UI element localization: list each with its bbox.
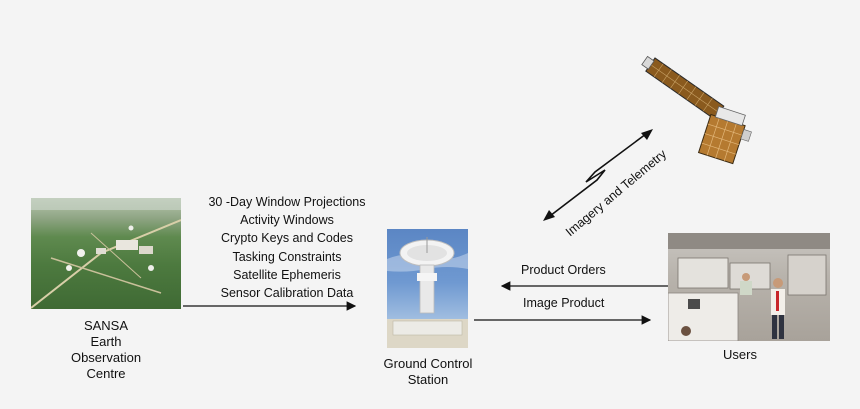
- ground-station-caption-line: Station: [407, 372, 449, 387]
- downlink-zigzag-arrow: [543, 129, 653, 221]
- uplink-item: Activity Windows: [240, 213, 334, 228]
- uplink-data-list: 30 -Day Window Projections Activity Wind…: [187, 193, 387, 302]
- sansa-aerial-photo: [31, 198, 181, 309]
- uplink-item: 30 -Day Window Projections: [208, 195, 366, 209]
- users-caption: Users: [723, 347, 757, 362]
- ground-station-caption-line: Ground Control: [383, 356, 473, 371]
- sansa-caption-line: Observation: [70, 350, 142, 365]
- satellite-icon: [641, 55, 729, 122]
- users-office-photo: [668, 233, 830, 341]
- uplink-item: Satellite Ephemeris: [233, 267, 341, 282]
- product-orders-label: Product Orders: [521, 263, 606, 277]
- ground-station-caption: Ground Control Station: [368, 356, 488, 388]
- image-product-label: Image Product: [523, 296, 605, 310]
- ground-station-photo: [387, 229, 468, 348]
- sansa-caption-line: Earth: [90, 334, 122, 349]
- uplink-item: Sensor Calibration Data: [220, 286, 354, 301]
- sansa-caption-line: SANSA: [83, 318, 129, 333]
- uplink-item: Crypto Keys and Codes: [220, 231, 353, 246]
- sansa-caption-line: Centre: [86, 366, 126, 381]
- uplink-item: Tasking Constraints: [232, 249, 342, 264]
- satellite-body-icon: [697, 106, 752, 165]
- sansa-caption: SANSA Earth Observation Centre: [56, 318, 156, 382]
